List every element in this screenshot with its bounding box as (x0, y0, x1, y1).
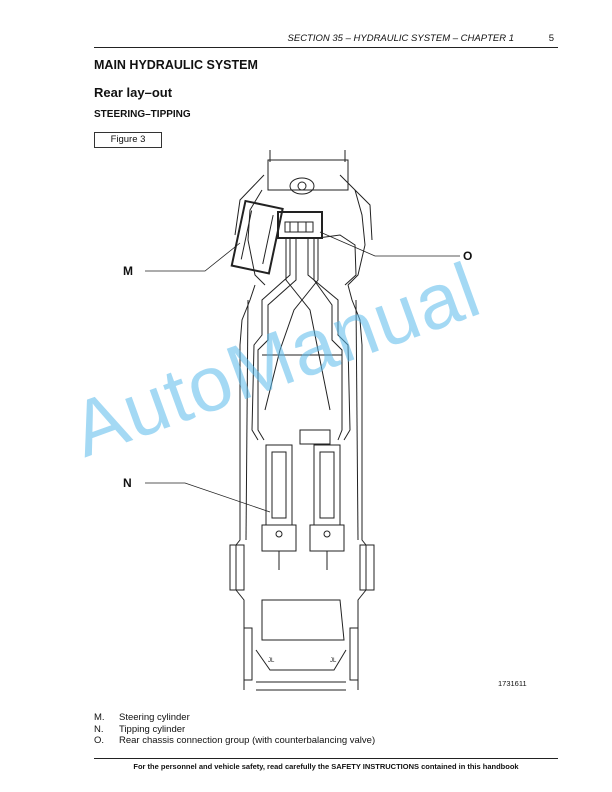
footer-rule (94, 758, 558, 759)
callout-o: O (463, 249, 473, 263)
section-title: SECTION 35 – HYDRAULIC SYSTEM – CHAPTER … (287, 33, 514, 44)
connection-group-box (277, 211, 323, 239)
tipping-cylinder-right (313, 444, 341, 526)
callout-n: N (123, 476, 132, 490)
callout-m: M (123, 264, 133, 278)
leader-o (319, 231, 460, 257)
legend-text: Steering cylinder (119, 712, 190, 723)
sub-heading: Rear lay–out (94, 85, 173, 100)
figure-number: 1731611 (498, 679, 527, 688)
legend-key: N. (94, 723, 104, 735)
main-heading: MAIN HYDRAULIC SYSTEM (94, 58, 258, 72)
legend-text: Rear chassis connection group (with coun… (119, 735, 376, 746)
steering-cylinder-box (230, 199, 284, 275)
section-subheading: STEERING–TIPPING (94, 109, 191, 120)
svg-text:JL: JL (268, 658, 275, 664)
header-rule (94, 47, 558, 48)
figure-label: Figure 3 (94, 132, 162, 148)
legend-key: O. (94, 735, 105, 746)
page-number: 5 (548, 33, 554, 44)
leader-n (145, 482, 271, 513)
leader-m (145, 242, 241, 272)
legend-key: M. (94, 712, 105, 723)
page-header: SECTION 35 – HYDRAULIC SYSTEM – CHAPTER … (94, 33, 558, 47)
safety-footer: For the personnel and vehicle safety, re… (133, 762, 519, 771)
valve-block (299, 429, 331, 445)
legend-text: Tipping cylinder (119, 723, 186, 735)
svg-text:JL: JL (330, 658, 337, 664)
pivot-joint (289, 177, 315, 195)
top-frame (267, 159, 349, 191)
right-wheel (359, 544, 375, 591)
left-wheel (229, 544, 245, 591)
tipping-cylinder-left (265, 444, 293, 526)
